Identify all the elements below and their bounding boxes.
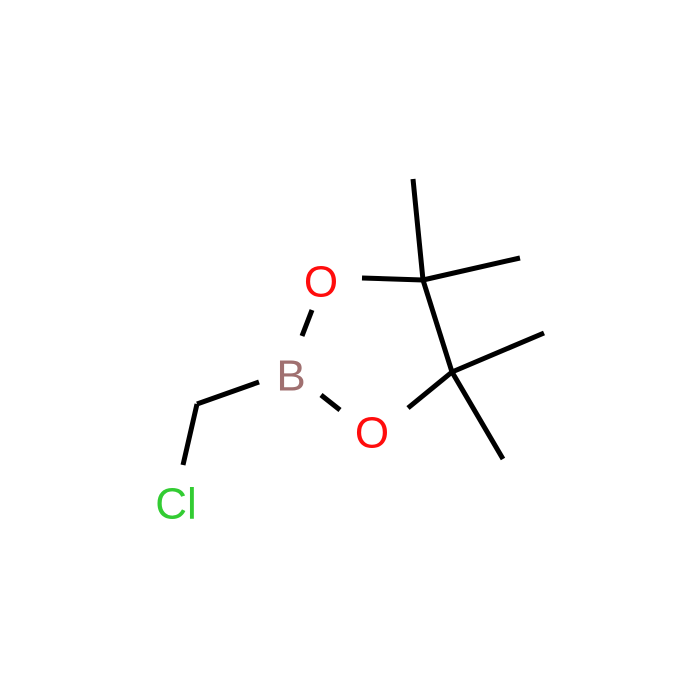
bond-o-bottom-c bbox=[406, 370, 454, 410]
atom-label-boron: B bbox=[276, 352, 305, 401]
bond-ch2-b bbox=[196, 379, 260, 407]
atom-label-oxygen-top: O bbox=[304, 258, 338, 307]
bond-c-methyl-right bbox=[422, 255, 521, 283]
atom-label-chlorine: Cl bbox=[155, 480, 197, 529]
bond-o-top-c bbox=[361, 275, 424, 283]
bond-b-o-bottom bbox=[319, 393, 342, 412]
bond-c-methyl-upright bbox=[451, 330, 545, 375]
bond-c-methyl-up bbox=[410, 178, 426, 281]
bond-c-c bbox=[420, 279, 455, 373]
bond-cl-ch2 bbox=[180, 403, 200, 466]
bond-b-o-top bbox=[299, 309, 315, 337]
atom-label-oxygen-bottom: O bbox=[355, 409, 389, 458]
bond-c-methyl-down bbox=[449, 370, 506, 461]
